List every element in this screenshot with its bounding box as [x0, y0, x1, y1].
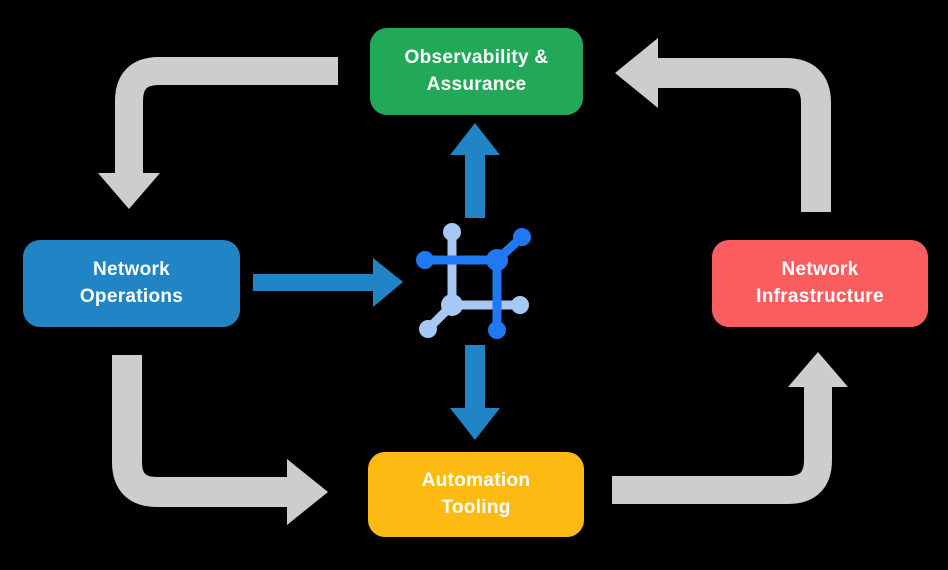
cycle-arrow-shaft: [112, 355, 287, 507]
cycle-arrow-infrastructure-to-observability: [615, 38, 831, 212]
flow-arrow-center-to-observability: [450, 123, 500, 218]
cycle-arrow-shaft: [658, 58, 831, 212]
cycle-arrowhead-left: [615, 38, 658, 108]
node-label-line: Network: [92, 258, 171, 280]
cycle-arrow-automation-to-infrastructure: [612, 352, 848, 504]
icon-dark-nodes: [416, 228, 531, 339]
node-network-operations: Network Operations: [23, 240, 240, 327]
node-label-line: Infrastructure: [756, 285, 884, 307]
icon-light-nodes: [419, 223, 529, 338]
flow-arrow-down-shape: [450, 345, 500, 440]
cycle-arrowhead-up: [788, 352, 848, 387]
cycle-arrowhead-right: [287, 459, 328, 525]
flow-arrow-operations-to-center: [253, 258, 403, 307]
cycle-arrow-shaft: [612, 387, 832, 504]
node-label-line: Tooling: [441, 496, 511, 518]
node-label-line: Operations: [79, 285, 184, 307]
flow-arrow-right-shape: [253, 258, 403, 307]
cycle-arrow-operations-to-automation: [112, 355, 328, 525]
node-label-line: Network: [781, 258, 859, 280]
node-label-line: Automation: [421, 469, 531, 491]
node-network-infrastructure: Network Infrastructure: [712, 240, 928, 327]
node-label-line: Assurance: [426, 73, 527, 95]
flow-arrow-center-to-automation: [450, 345, 500, 440]
cycle-arrowhead-down: [98, 173, 160, 209]
node-automation-tooling: Automation Tooling: [368, 452, 584, 537]
cycle-arrow-observability-to-operations: [98, 57, 338, 209]
flow-arrow-up-shape: [450, 123, 500, 218]
node-label-line: Observability &: [404, 46, 549, 68]
node-observability-assurance: Observability & Assurance: [370, 28, 583, 115]
cycle-arrow-shaft: [115, 57, 338, 173]
network-fabric-icon: [416, 223, 531, 339]
